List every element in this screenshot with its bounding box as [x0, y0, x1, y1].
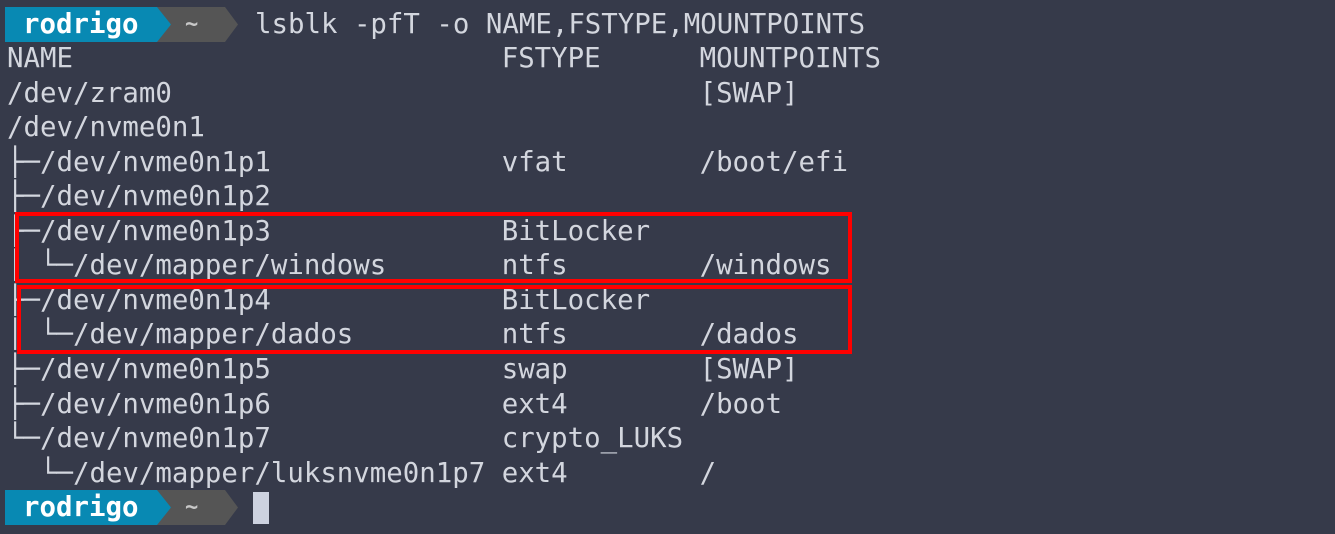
fstype	[502, 111, 700, 146]
device-name: ├─/dev/nvme0n1p5	[7, 354, 271, 385]
table-row: /dev/nvme0n1	[7, 111, 700, 146]
prompt-user: rodrigo	[23, 492, 139, 523]
device-name: ├─/dev/nvme0n1p4	[7, 284, 271, 316]
fstype	[502, 180, 700, 215]
table-row: ├─/dev/nvme0n1p1 vfat/boot/efi	[7, 146, 848, 181]
mountpoint: [SWAP]	[699, 77, 799, 109]
terminal-cursor[interactable]	[253, 492, 269, 524]
table-row: ├─/dev/nvme0n1p5 swap [SWAP]	[7, 353, 799, 388]
header-mountpoints: MOUNTPOINTS	[699, 43, 881, 74]
mountpoint: /boot	[699, 388, 783, 420]
fstype: ext4	[501, 388, 568, 420]
mountpoint: /dados	[699, 319, 799, 351]
command-text: lsblk -pfT -o NAME,FSTYPE,MOUNTPOINTS	[255, 9, 866, 40]
table-row: /dev/zram0 [SWAP]	[7, 77, 799, 112]
prompt-segments	[5, 7, 238, 42]
mountpoint: [SWAP]	[699, 354, 799, 385]
fstype: ntfs	[501, 250, 568, 282]
highlight-box-dados	[17, 285, 852, 354]
fstype: vfat	[501, 146, 568, 178]
prompt-top: rodrigo ~	[5, 7, 245, 42]
prompt-dir: ~	[185, 12, 199, 37]
header-name: NAME	[7, 43, 73, 74]
device-name: ├─/dev/nvme0n1p1	[7, 146, 271, 178]
device-name: ├─/dev/nvme0n1p2	[7, 181, 271, 213]
header-fstype: FSTYPE	[501, 43, 601, 74]
fstype: BitLocker	[501, 215, 651, 247]
prompt-user: rodrigo	[23, 9, 139, 40]
table-row: └─/dev/mapper/luksnvme0n1p7 ext4 /	[7, 457, 716, 492]
mountpoint: /windows	[699, 250, 832, 282]
fstype: crypto_LUKS	[501, 423, 684, 455]
table-row: ├─/dev/nvme0n1p3 BitLocker	[7, 215, 700, 250]
device-name: │ └─/dev/mapper/dados	[7, 319, 354, 351]
highlight-box-windows	[15, 212, 852, 283]
device-name: │ └─/dev/mapper/windows	[7, 250, 387, 282]
table-row: ├─/dev/nvme0n1p2	[7, 180, 700, 215]
device-name: ├─/dev/nvme0n1p3	[7, 215, 271, 247]
table-row: │ └─/dev/mapper/windows ntfs/windows	[7, 249, 832, 284]
device-name: /dev/nvme0n1	[7, 112, 205, 144]
table-row: ├─/dev/nvme0n1p4 BitLocker	[7, 284, 700, 319]
device-name: └─/dev/nvme0n1p7	[7, 423, 271, 455]
table-row: │ └─/dev/mapper/dados ntfs/dados	[7, 318, 799, 353]
prompt-segments	[5, 490, 238, 525]
prompt-bottom: rodrigo ~	[5, 490, 245, 525]
fstype: BitLocker	[501, 284, 651, 316]
mountpoint: /boot/efi	[699, 146, 848, 178]
fstype: ntfs	[501, 319, 568, 351]
device-name: └─/dev/mapper/luksnvme0n1p7	[7, 457, 486, 489]
fstype: swap	[501, 354, 568, 385]
mountpoint: /	[699, 457, 717, 489]
device-name: ├─/dev/nvme0n1p6	[7, 388, 271, 420]
table-row: ├─/dev/nvme0n1p6 ext4/boot	[7, 388, 782, 423]
fstype: ext4	[501, 457, 568, 489]
device-name: /dev/zram0	[7, 77, 172, 109]
fstype	[502, 77, 700, 112]
table-header: NAME FSTYPE MOUNTPOINTS	[7, 42, 881, 77]
table-row: └─/dev/nvme0n1p7 crypto_LUKS	[7, 422, 700, 457]
prompt-dir: ~	[185, 495, 199, 520]
